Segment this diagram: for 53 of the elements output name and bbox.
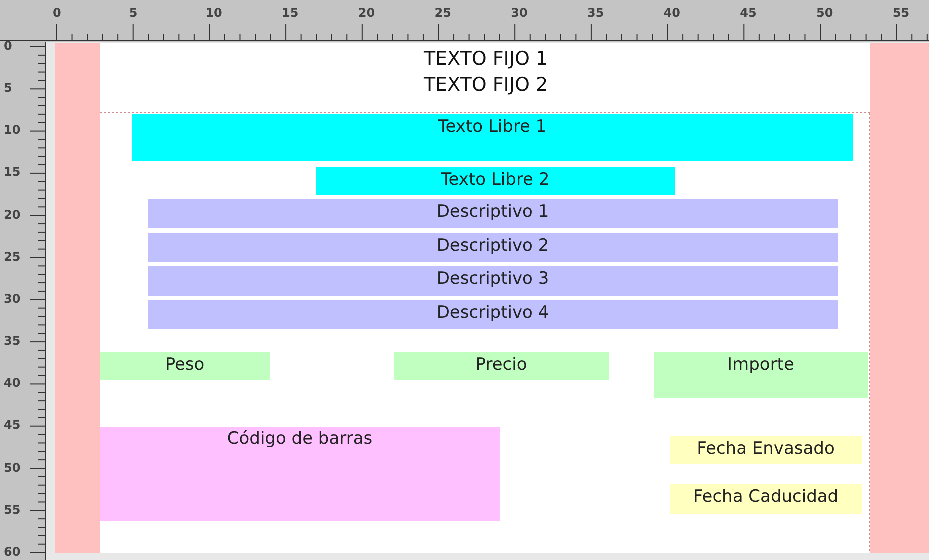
ruler-number: 15: [4, 165, 21, 180]
field-box: [394, 352, 609, 380]
field-name: Descriptivo 3: [436, 269, 550, 289]
ruler-number: 5: [129, 6, 138, 20]
ruler-number: 0: [53, 6, 62, 20]
ruler-number: 45: [4, 418, 21, 432]
ruler-number: 20: [358, 6, 376, 20]
field-box: [148, 266, 838, 296]
field-name: Importe: [728, 355, 794, 375]
ruler-number: 25: [4, 250, 21, 264]
field-box: [132, 114, 853, 161]
ruler-number: 60: [4, 544, 21, 559]
ruler-number: 35: [4, 334, 21, 348]
ruler-number: 50: [816, 6, 834, 20]
ruler-number: 25: [434, 6, 452, 20]
ruler-number: 40: [664, 6, 680, 20]
field-box: [148, 233, 838, 262]
fixed-text: TEXTO FIJO 2: [424, 74, 548, 96]
ruler-number: 10: [206, 6, 222, 20]
margin-band: [870, 43, 929, 553]
ruler-number: 20: [4, 208, 21, 222]
ruler-number: 15: [282, 6, 299, 20]
ruler-number: 40: [4, 376, 21, 390]
field-box: [670, 436, 862, 464]
field-name: Descriptivo 1: [436, 202, 550, 222]
field-name: Fecha Caducidad: [693, 487, 839, 507]
field-name: Peso: [165, 355, 205, 375]
field-name: Precio: [476, 355, 528, 375]
ruler-number: 10: [4, 123, 21, 138]
field-name: Texto Libre 1: [438, 117, 547, 137]
ruler-number: 55: [4, 502, 21, 517]
ruler-number: 55: [892, 6, 910, 20]
ruler-number: 45: [740, 6, 757, 20]
field-name: Código de barras: [227, 429, 373, 449]
ruler-number: 35: [587, 6, 604, 20]
field-name: Descriptivo 2: [436, 236, 550, 256]
field-box: [670, 484, 862, 514]
ruler-number: 30: [511, 6, 528, 20]
field-box: [654, 352, 868, 398]
ruler-number: 5: [4, 81, 12, 96]
field-name: Fecha Envasado: [697, 439, 835, 459]
field-box: [148, 300, 838, 329]
field-name: Descriptivo 4: [436, 303, 550, 323]
fixed-text: TEXTO FIJO 1: [424, 48, 548, 70]
field-box: [100, 427, 500, 521]
field-name: Texto Libre 2: [441, 170, 550, 190]
field-box: [316, 167, 675, 195]
ruler-number: 0: [4, 39, 12, 53]
ruler-number: 30: [4, 292, 21, 306]
margin-band: [55, 43, 100, 553]
field-box: [100, 352, 270, 380]
field-box: [148, 199, 838, 228]
ruler-number: 50: [4, 460, 21, 474]
